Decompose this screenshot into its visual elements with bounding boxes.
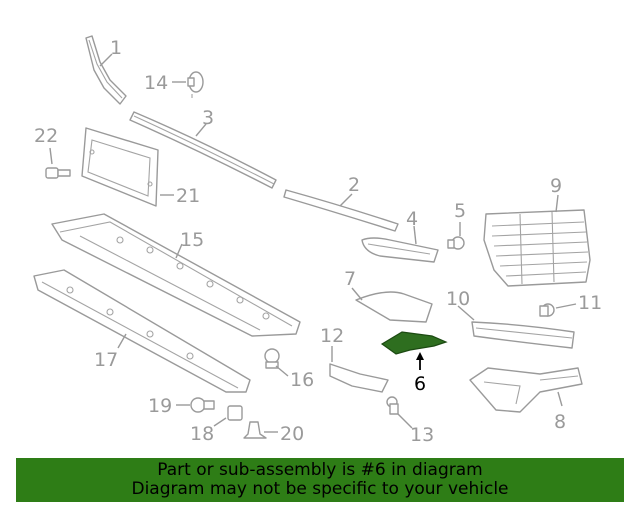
callout-16: 16 (275, 365, 314, 391)
part-11-screw[interactable] (539, 303, 555, 317)
part-19-bolt[interactable] (190, 397, 215, 413)
svg-text:3: 3 (202, 107, 214, 129)
part-21-license-bracket[interactable] (81, 127, 159, 207)
svg-text:12: 12 (320, 325, 344, 347)
svg-text:1: 1 (110, 37, 122, 59)
callout-13: 13 (397, 413, 434, 446)
svg-text:21: 21 (176, 185, 200, 207)
callout-3: 3 (195, 107, 214, 137)
part-5-clip[interactable] (447, 236, 465, 250)
svg-text:16: 16 (290, 369, 314, 391)
callout-12: 12 (320, 325, 344, 362)
svg-text:18: 18 (190, 423, 214, 445)
part-3-trim-strip[interactable] (129, 111, 277, 189)
parts-diagram: 1 14 3 22 21 2 (33, 35, 602, 446)
svg-text:4: 4 (406, 208, 418, 230)
callout-22: 22 (34, 125, 58, 165)
svg-text:7: 7 (344, 268, 356, 290)
part-13-screw[interactable] (386, 396, 399, 415)
svg-text:19: 19 (148, 395, 172, 417)
svg-text:11: 11 (578, 292, 602, 314)
part-9-grille[interactable] (483, 209, 591, 287)
callout-19: 19 (148, 395, 190, 417)
callout-17: 17 (94, 333, 127, 371)
part-17-lower-cover[interactable] (33, 269, 251, 393)
svg-text:10: 10 (446, 288, 470, 310)
callout-11: 11 (555, 292, 602, 314)
callout-7: 7 (344, 268, 363, 301)
svg-text:9: 9 (550, 175, 562, 197)
part-2-strip[interactable] (283, 189, 399, 232)
callout-5: 5 (454, 200, 466, 236)
part-18-nut[interactable] (227, 405, 243, 421)
part-10-strip[interactable] (471, 321, 575, 349)
part-8-duct[interactable] (469, 367, 583, 413)
svg-text:22: 22 (34, 125, 58, 147)
callout-2: 2 (339, 174, 360, 207)
part-15-undercover[interactable] (51, 213, 301, 337)
callout-4: 4 (406, 208, 418, 245)
svg-text:2: 2 (348, 174, 360, 196)
callout-8: 8 (554, 391, 566, 433)
callout-18: 18 (190, 417, 227, 445)
part-4-trim[interactable] (361, 237, 439, 263)
part-6-deflector[interactable] (380, 331, 448, 355)
svg-text:14: 14 (144, 72, 168, 94)
svg-text:8: 8 (554, 411, 566, 433)
callout-1: 1 (99, 37, 122, 67)
part-22-bolt[interactable] (45, 167, 71, 179)
callout-14: 14 (144, 72, 186, 94)
banner-line-disclaimer: Diagram may not be specific to your vehi… (131, 479, 509, 499)
callout-9: 9 (550, 175, 562, 213)
callout-10: 10 (446, 288, 475, 321)
svg-text:5: 5 (454, 200, 466, 222)
callout-6: 6 (414, 352, 426, 395)
svg-text:13: 13 (410, 424, 434, 446)
callout-21: 21 (160, 185, 200, 207)
part-20-push-clip[interactable] (243, 421, 267, 439)
part-12-trim[interactable] (329, 363, 389, 393)
svg-text:15: 15 (180, 229, 204, 251)
callout-15: 15 (175, 229, 204, 259)
part-16-clip[interactable] (264, 348, 280, 369)
callout-20: 20 (264, 423, 304, 445)
part-14-clip[interactable] (187, 71, 204, 98)
part-7-cover[interactable] (355, 291, 433, 323)
svg-text:6: 6 (414, 373, 426, 395)
svg-text:20: 20 (280, 423, 304, 445)
info-banner: Part or sub-assembly is #6 in diagram Di… (16, 458, 624, 502)
part-1-molding[interactable] (85, 35, 127, 105)
svg-text:17: 17 (94, 349, 118, 371)
banner-line-part: Part or sub-assembly is #6 in diagram (157, 460, 483, 480)
